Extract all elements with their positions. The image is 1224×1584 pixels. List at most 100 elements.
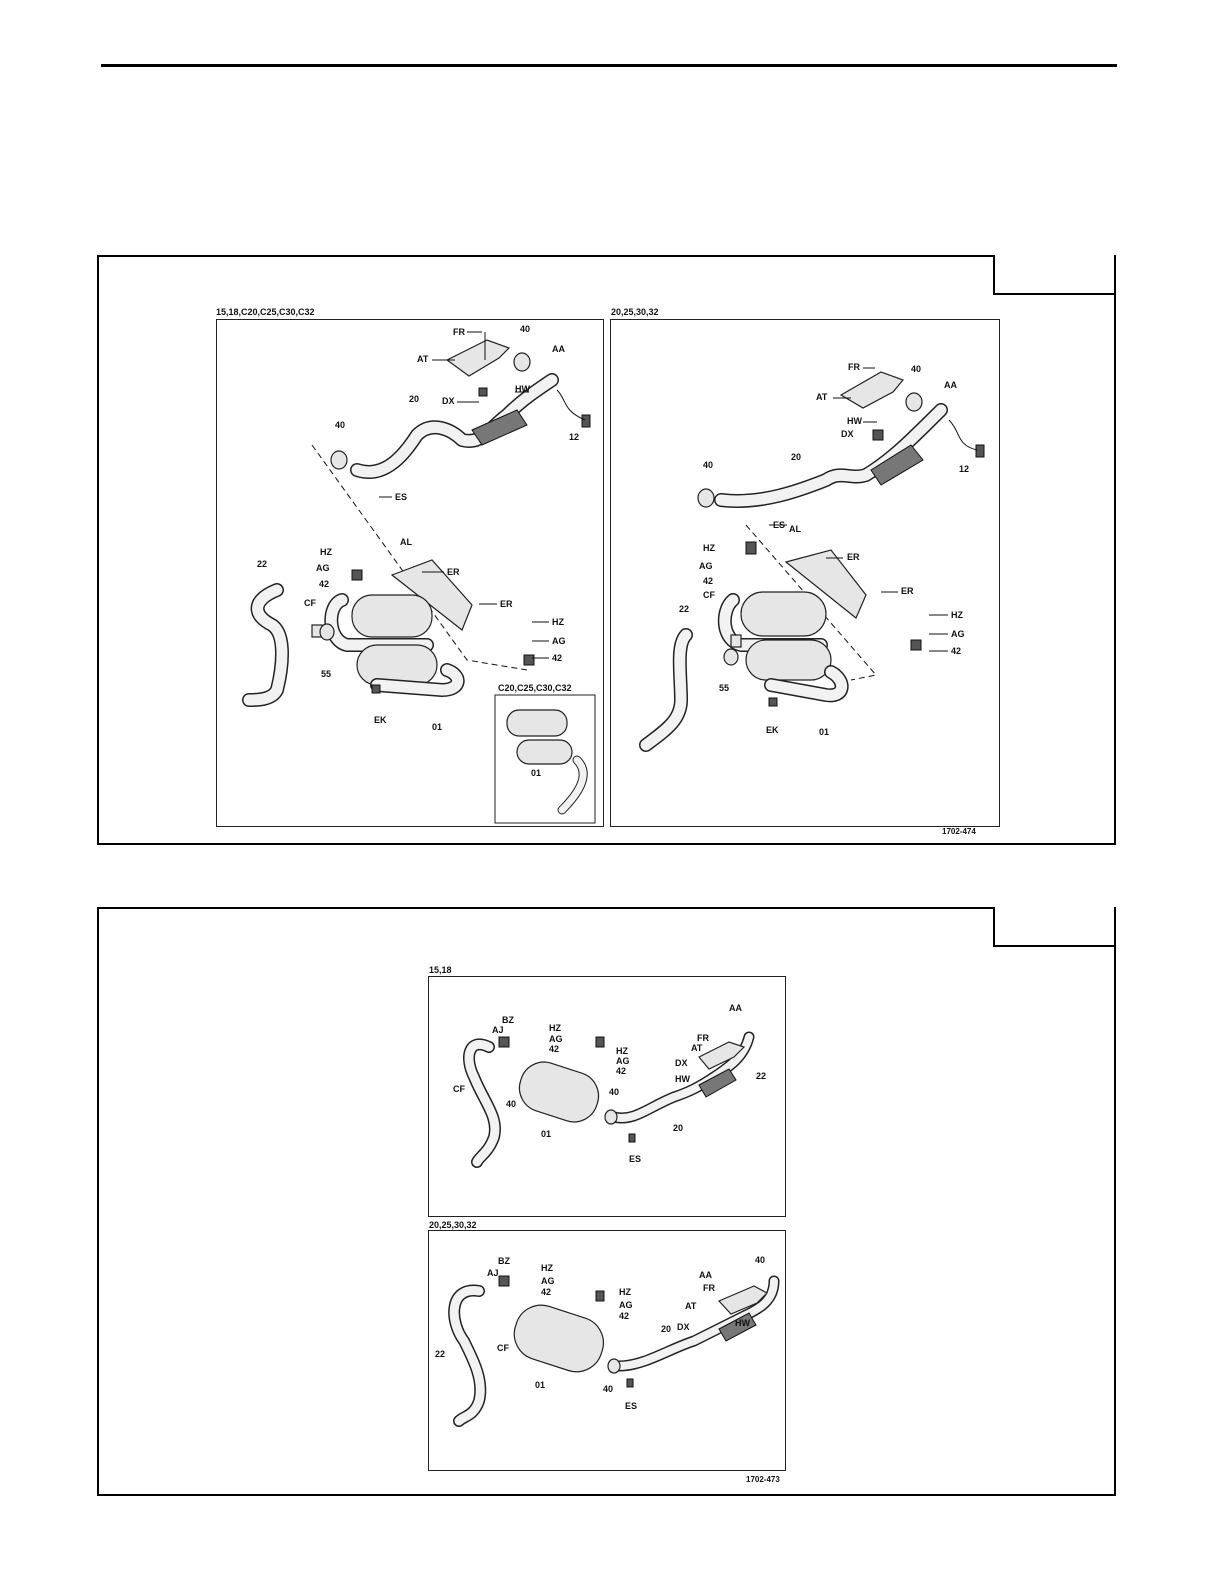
callout-label: 42: [619, 1311, 629, 1321]
callout-label: HZ: [552, 617, 564, 627]
callout-label: 40: [609, 1087, 619, 1097]
diagram-stroke: [311, 444, 528, 671]
diagram-stroke: [558, 756, 587, 814]
callout-label: AG: [619, 1300, 633, 1310]
callout-label: CF: [497, 1343, 509, 1353]
callout-label: 01: [432, 722, 442, 732]
flex-bellows: [471, 409, 528, 446]
callout-label: CF: [304, 598, 316, 608]
gasket-ring: [607, 1358, 621, 1374]
callout-label: 55: [719, 683, 729, 693]
inset-muffler: [506, 709, 568, 737]
figure-top-corner-tab: [993, 255, 1116, 295]
callout-label: ER: [847, 552, 860, 562]
callout-label: AT: [691, 1043, 703, 1053]
muffler: [518, 1061, 600, 1123]
figure-top: 15,18,C20,C25,C30,C32: [97, 255, 1116, 845]
callout-label: CF: [703, 590, 715, 600]
leader-line: [556, 389, 586, 421]
bolt-ek: [371, 684, 381, 694]
callout-label: AG: [616, 1056, 630, 1066]
callout-label: ER: [447, 567, 460, 577]
hanger-bolt: [595, 1036, 605, 1048]
callout-label: HW: [675, 1074, 690, 1084]
callout-label: FR: [697, 1033, 709, 1043]
muffler-lower: [356, 644, 438, 686]
callout-label: AA: [729, 1003, 742, 1013]
callout-label: HZ: [619, 1287, 631, 1297]
diagram-stroke: [449, 1286, 485, 1426]
gasket-ring: [697, 488, 715, 508]
callout-label: 22: [435, 1349, 445, 1359]
callout-label: FR: [453, 327, 465, 337]
gasket-ring: [330, 450, 348, 470]
callout-label: 42: [541, 1287, 551, 1297]
seal-ring-55: [723, 648, 739, 666]
callout-label: 01: [541, 1129, 551, 1139]
diagram-stroke: [371, 664, 464, 696]
callout-label: AL: [789, 524, 801, 534]
top-rule: [101, 64, 1117, 67]
bolt-es: [626, 1378, 634, 1388]
hanger-bolt: [351, 569, 363, 581]
inset-muffler: [516, 739, 573, 765]
callout-label: AT: [685, 1301, 697, 1311]
callout-label: HZ: [541, 1263, 553, 1273]
callout-label: 40: [506, 1099, 516, 1109]
callout-label: HW: [847, 416, 862, 426]
callout-label: 20: [791, 452, 801, 462]
gasket-ring: [604, 1109, 618, 1125]
callout-label: 42: [703, 576, 713, 586]
heat-shield: [717, 1285, 768, 1315]
callout-label: ES: [629, 1154, 641, 1164]
diagram-stroke: [615, 1277, 778, 1370]
diagram-stroke: [640, 629, 692, 751]
callout-label: AJ: [492, 1025, 504, 1035]
callout-label: 40: [335, 420, 345, 430]
panel-right-label: 20,25,30,32: [611, 307, 659, 317]
figure-bottom-corner-tab: [993, 907, 1116, 947]
callout-label: BZ: [502, 1015, 514, 1025]
muffler-upper: [351, 594, 433, 638]
flex-bellows: [718, 1312, 757, 1342]
callout-label: 42: [319, 579, 329, 589]
inset-label: C20,C25,C30,C32: [498, 683, 572, 693]
callout-label: DX: [677, 1322, 690, 1332]
callout-label: 40: [520, 324, 530, 334]
callout-label: AG: [541, 1276, 555, 1286]
hanger-bz: [498, 1275, 510, 1287]
callout-label: HZ: [951, 610, 963, 620]
callout-label: 20: [661, 1324, 671, 1334]
callout-label: 22: [679, 604, 689, 614]
callout-label: FR: [703, 1283, 715, 1293]
callout-label: 20: [673, 1123, 683, 1133]
diagram-stroke: [610, 1033, 753, 1122]
callout-label: 42: [549, 1044, 559, 1054]
callout-label: ER: [500, 599, 513, 609]
clamp-bolt: [478, 387, 488, 397]
hanger-bolt: [745, 541, 757, 555]
panel-left-label: 15,18,C20,C25,C30,C32: [216, 307, 315, 317]
callout-label: 20: [409, 394, 419, 404]
callout-label: AA: [552, 344, 565, 354]
callout-label: DX: [841, 429, 854, 439]
muffler-lower: [745, 639, 832, 681]
callout-label: DX: [675, 1058, 688, 1068]
heat-shield-al: [390, 559, 473, 631]
callout-label: 01: [819, 727, 829, 737]
heat-shield: [839, 371, 905, 409]
callout-label: AG: [699, 561, 713, 571]
gasket-ring: [905, 392, 923, 412]
clamp-cf: [730, 634, 742, 648]
muffler: [513, 1304, 604, 1373]
callout-label: 12: [959, 464, 969, 474]
callout-label: HW: [515, 384, 530, 394]
diagram-stroke: [715, 404, 947, 507]
callout-label: 12: [569, 432, 579, 442]
diagram-stroke: [243, 584, 288, 706]
callout-label: CF: [453, 1084, 465, 1094]
